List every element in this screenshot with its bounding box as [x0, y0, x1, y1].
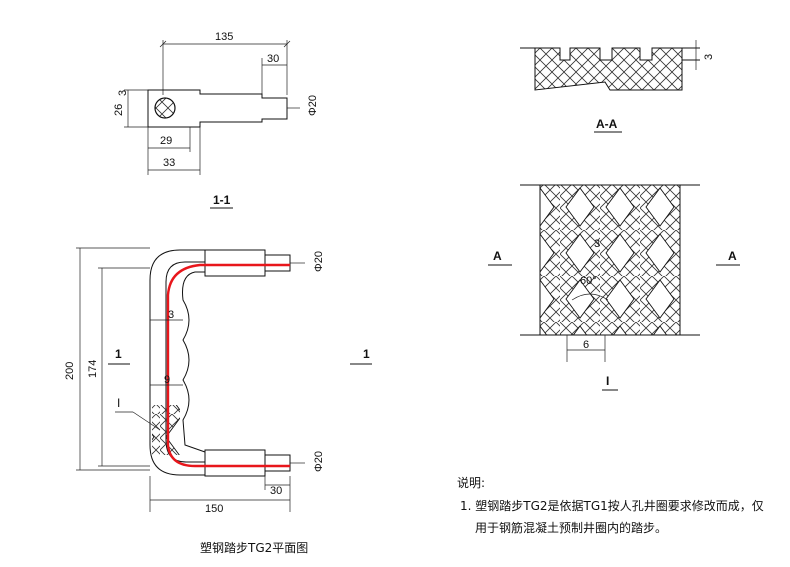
detail-i: A A 3 60° 6 I: [488, 184, 740, 391]
plan-view: 200 174 Φ20 Φ20 3 9 I: [64, 247, 372, 555]
dim-174: 174: [87, 360, 99, 378]
cut-marker-right: 1: [363, 347, 370, 361]
dim-26: 26: [113, 104, 125, 116]
dim-135: 135: [215, 31, 233, 43]
dim-150: 150: [205, 503, 223, 515]
label-detail-i: I: [606, 374, 609, 388]
cut-marker-left: 1: [115, 347, 122, 361]
angle-60: 60°: [580, 275, 597, 287]
dim-3-detail: 3: [594, 238, 600, 250]
dim-phi20-top: Φ20: [313, 251, 325, 272]
dim-3-plan: 3: [168, 309, 174, 321]
dim-3-aa: 3: [703, 54, 715, 60]
dim-6: 6: [583, 339, 589, 351]
dim-30-plan: 30: [270, 485, 282, 497]
dim-30-top: 30: [267, 53, 279, 65]
cut-marker-a-left: A: [493, 249, 502, 263]
dim-200: 200: [64, 362, 76, 380]
dim-phi20-bottom: Φ20: [313, 451, 325, 472]
notes-line-2: 用于钢筋混凝土预制井圈内的踏步。: [475, 520, 667, 535]
plan-title: 塑钢踏步TG2平面图: [200, 540, 308, 555]
section-a-a: 3 A-A: [520, 40, 715, 133]
label-1-1: 1-1: [213, 193, 231, 207]
detail-ref-i: I: [117, 396, 120, 410]
cut-marker-a-right: A: [728, 249, 737, 263]
dim-9-plan: 9: [164, 374, 170, 386]
dim-33: 33: [163, 157, 175, 169]
notes: 说明: 1. 塑钢踏步TG2是依据TG1按人孔井圈要求修改而成，仅 用于钢筋混凝…: [457, 475, 764, 535]
notes-line-1: 1. 塑钢踏步TG2是依据TG1按人孔井圈要求修改而成，仅: [460, 498, 764, 513]
notes-heading: 说明:: [457, 475, 485, 490]
dim-3-section: 3: [117, 90, 129, 96]
dim-phi20-section: Φ20: [307, 95, 319, 116]
label-a-a: A-A: [596, 117, 618, 131]
dim-29: 29: [160, 135, 172, 147]
section-1-1: 135 30 Φ20 26 3 29 33 1-1: [113, 31, 319, 209]
